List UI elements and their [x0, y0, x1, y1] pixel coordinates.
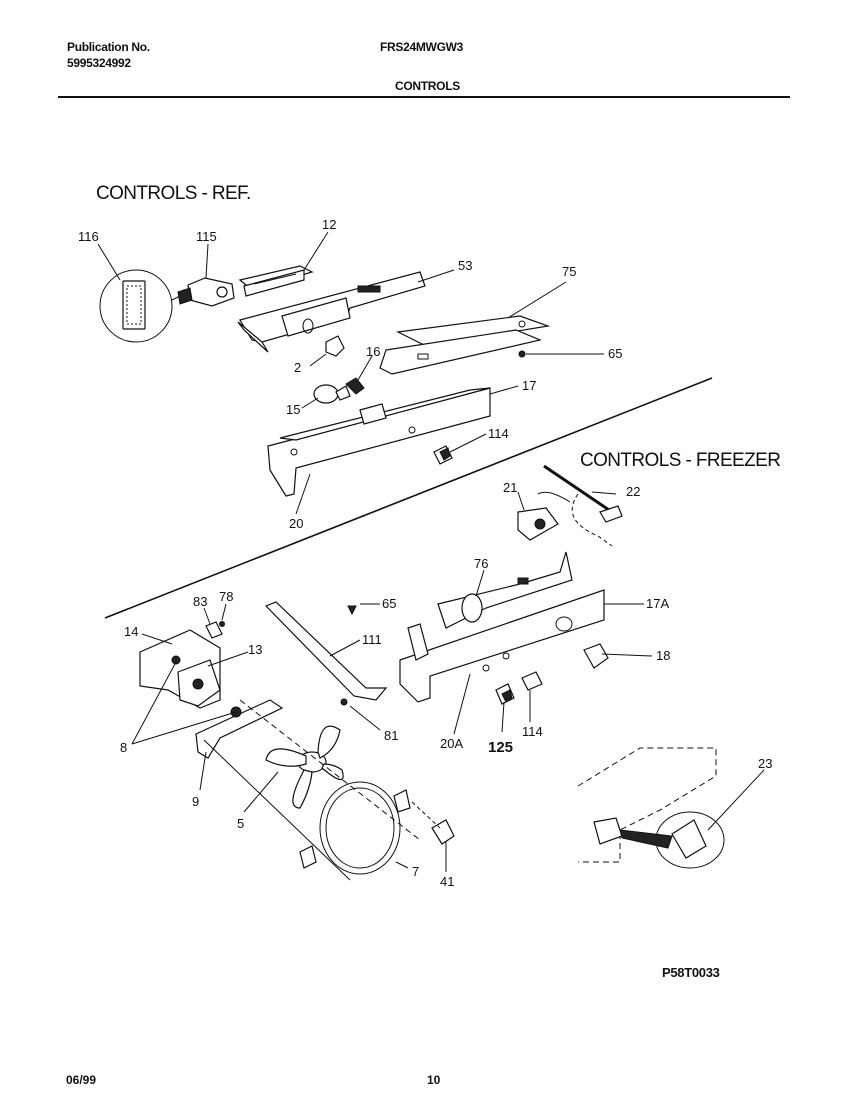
callout-13: 13 — [248, 642, 262, 657]
part-5-fan-blade — [265, 725, 344, 809]
callout-20A: 20A — [440, 736, 463, 751]
part-15-bulb — [313, 384, 351, 404]
part-116-light-shield — [99, 269, 193, 343]
part-23-light-switch-detail — [577, 747, 725, 869]
callout-7: 7 — [412, 864, 419, 879]
callout-16: 16 — [366, 344, 380, 359]
part-22-sensor-tube — [543, 464, 623, 547]
part-83-clip — [205, 621, 223, 639]
callout-65-ref: 65 — [608, 346, 622, 361]
publication-number: 5995324992 — [67, 56, 131, 70]
callout-76: 76 — [474, 556, 488, 571]
page-section-title: CONTROLS — [395, 79, 460, 93]
part-12-lens — [238, 265, 314, 297]
callout-41: 41 — [440, 874, 454, 889]
part-78-screw — [219, 621, 225, 627]
callout-53: 53 — [458, 258, 472, 273]
publication-label: Publication No. — [67, 40, 150, 54]
section-divider-line — [104, 377, 713, 619]
callout-111: 111 — [362, 632, 382, 647]
part-81-screw — [340, 698, 348, 706]
footer-date: 06/99 — [66, 1073, 97, 1087]
part-114-thermostat-knob-ref — [433, 445, 453, 465]
callout-125: 125 — [488, 739, 513, 756]
footer-page-number: 10 — [427, 1073, 441, 1087]
callout-9: 9 — [192, 794, 199, 809]
callout-75: 75 — [562, 264, 576, 279]
callout-114-ref: 114 — [488, 426, 509, 441]
callout-15: 15 — [286, 402, 300, 417]
part-76-air-damper — [437, 551, 573, 629]
part-111-fan-bracket — [264, 601, 388, 701]
callout-115: 115 — [196, 229, 217, 244]
callout-22: 22 — [626, 484, 640, 499]
drawing-code: P58T0033 — [662, 965, 720, 980]
section-title-ref: CONTROLS - REF. — [96, 183, 251, 204]
callout-14: 14 — [124, 624, 138, 639]
leader-lines — [97, 231, 765, 872]
callout-5: 5 — [237, 816, 244, 831]
part-9-motor-support — [195, 699, 284, 759]
part-65-screw-ref — [518, 350, 526, 358]
callout-114-freezer: 114 — [522, 724, 543, 739]
callout-8: 8 — [120, 740, 127, 755]
callout-20: 20 — [289, 516, 303, 531]
model-number: FRS24MWGW3 — [380, 40, 464, 54]
callout-2: 2 — [294, 360, 301, 375]
callout-17A: 17A — [646, 596, 669, 611]
part-16-lamp-socket — [345, 377, 365, 395]
part-17A-control-housing — [399, 589, 605, 703]
callout-65-freezer: 65 — [382, 596, 396, 611]
part-13-fan-motor — [177, 659, 221, 707]
callout-81: 81 — [384, 728, 398, 743]
part-114-thermostat-knob-freezer — [521, 671, 543, 691]
callout-18: 18 — [656, 648, 670, 663]
part-21-thermostat — [517, 491, 571, 541]
callout-78: 78 — [219, 589, 233, 604]
part-18-knob — [583, 643, 609, 669]
part-125-switch — [495, 683, 515, 705]
part-53-housing — [237, 271, 426, 353]
part-75-bracket — [379, 315, 551, 375]
part-2-knob — [325, 335, 345, 357]
part-115-socket — [177, 277, 235, 307]
callout-21: 21 — [503, 480, 517, 495]
callout-23: 23 — [758, 756, 772, 771]
part-65-screw-freezer — [347, 605, 357, 616]
callout-83: 83 — [193, 594, 207, 609]
callout-17: 17 — [522, 378, 536, 393]
section-title-freezer: CONTROLS - FREEZER — [580, 450, 781, 471]
header-rule — [58, 96, 790, 98]
callout-116: 116 — [78, 229, 99, 244]
part-7-fan-shroud-ring — [299, 781, 411, 875]
part-17-control-housing — [267, 387, 491, 497]
callout-12: 12 — [322, 217, 336, 232]
